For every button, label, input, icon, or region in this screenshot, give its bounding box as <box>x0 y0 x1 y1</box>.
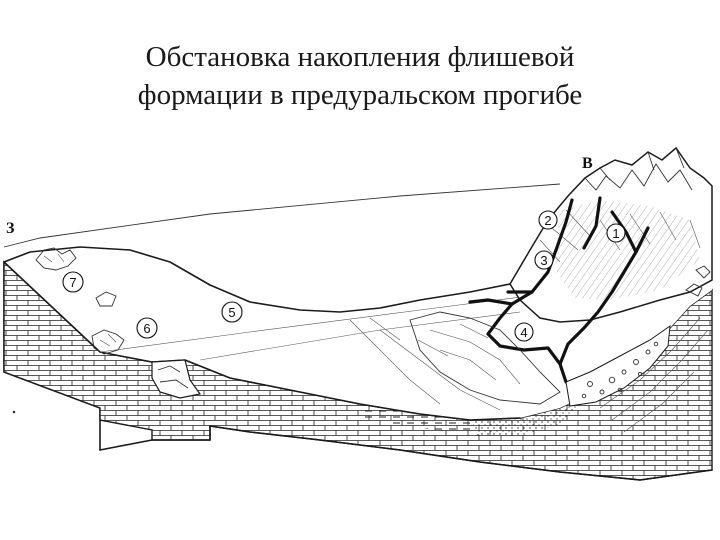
svg-text:6: 6 <box>143 321 150 336</box>
reef-block <box>151 359 202 399</box>
svg-text:2: 2 <box>544 213 551 228</box>
svg-text:7: 7 <box>69 275 76 290</box>
title-line-1: Обстановка накопления флишевой <box>145 41 575 73</box>
slide-title: Обстановка накопления флишевой формации … <box>0 38 720 114</box>
marker-3: 3 <box>534 250 554 270</box>
trough-layers <box>599 317 709 433</box>
svg-text:4: 4 <box>520 325 527 340</box>
marker-5: 5 <box>221 301 243 323</box>
river-east <box>558 226 650 366</box>
turbidite-fan <box>409 311 561 405</box>
marker-7: 7 <box>62 271 84 293</box>
shelf-edge <box>3 246 511 313</box>
sand-deposit <box>470 404 580 436</box>
river-branch-2 <box>582 196 602 250</box>
river-delta <box>468 290 534 306</box>
marker-6: 6 <box>136 317 158 339</box>
marker-1: 1 <box>606 223 626 243</box>
slope-gully <box>349 317 441 405</box>
svg-text:1: 1 <box>612 226 619 241</box>
reef-texture <box>157 365 189 389</box>
marker-4: 4 <box>514 322 534 342</box>
block-top-edge <box>3 183 561 248</box>
stray-dot <box>12 410 16 414</box>
mountain-hatch <box>555 200 700 300</box>
direction-east-label: В <box>582 155 593 172</box>
shelf-organism-cluster <box>35 247 125 355</box>
conglomerate-pebbles <box>581 341 659 399</box>
svg-text:3: 3 <box>540 253 547 268</box>
river-branch <box>610 210 638 254</box>
mud-layer <box>360 404 480 436</box>
mountain-peaks <box>584 147 693 191</box>
marker-2: 2 <box>538 210 558 230</box>
block-bottom-edge <box>99 425 713 481</box>
direction-west-label: З <box>6 220 15 237</box>
title-line-2: формации в предуральском прогибе <box>137 79 583 111</box>
svg-text:5: 5 <box>228 305 235 320</box>
east-debris <box>685 265 711 297</box>
river-main <box>486 198 574 384</box>
fan-lobes <box>379 323 521 411</box>
shelf-surface <box>4 160 712 420</box>
